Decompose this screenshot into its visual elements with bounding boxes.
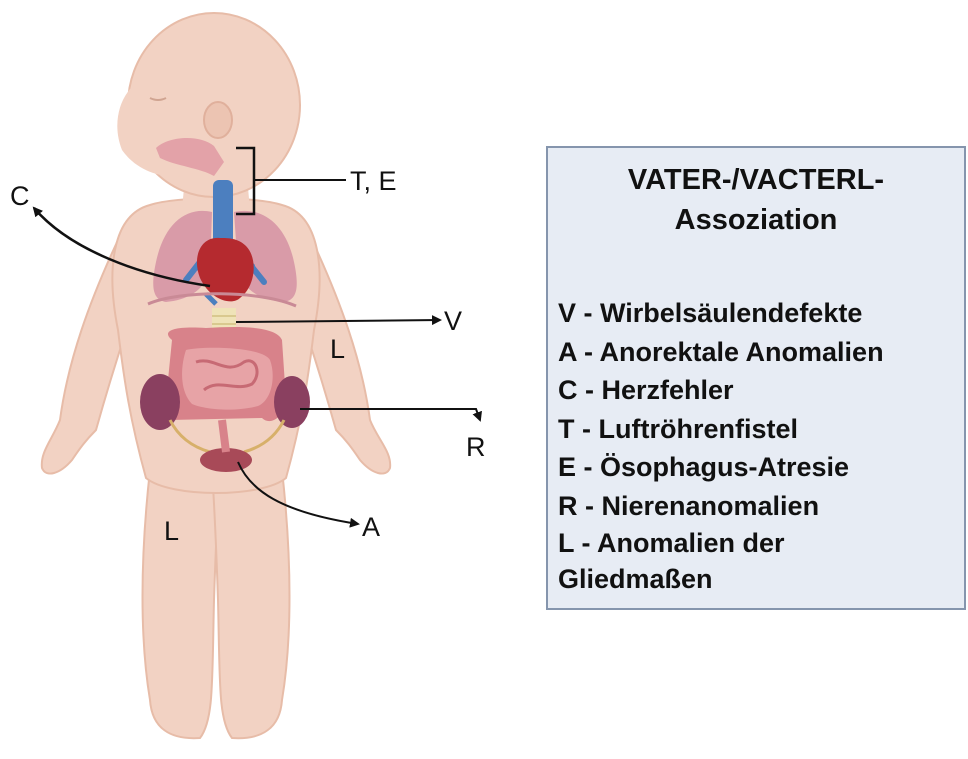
legend-item-r: R - Nierenanomalien	[558, 487, 960, 526]
legend-item-c: C - Herzfehler	[558, 371, 960, 410]
legend-item-a: A - Anorektale Anomalien	[558, 333, 960, 372]
legend-title: VATER-/VACTERL- Assoziation	[548, 160, 964, 240]
label-a: A	[362, 512, 380, 542]
label-l-torso: L	[330, 334, 345, 364]
legend-list: V - Wirbelsäulendefekte A - Anorektale A…	[558, 294, 960, 597]
label-r: R	[466, 432, 486, 462]
label-te: T, E	[350, 166, 397, 196]
legend-item-l: L - Anomalien der Gliedmaßen	[558, 525, 858, 597]
legend-item-t: T - Luftröhrenfistel	[558, 410, 960, 449]
legend-item-e: E - Ösophagus-Atresie	[558, 448, 960, 487]
label-v: V	[444, 306, 462, 336]
legend-box: VATER-/VACTERL- Assoziation V - Wirbelsä…	[546, 146, 966, 610]
label-c: C	[10, 181, 30, 211]
label-l-leg: L	[164, 516, 179, 546]
r-arrow	[300, 409, 480, 420]
legend-item-v: V - Wirbelsäulendefekte	[558, 294, 960, 333]
legend-title-line2: Assoziation	[548, 200, 964, 240]
legend-title-line1: VATER-/VACTERL-	[548, 160, 964, 200]
